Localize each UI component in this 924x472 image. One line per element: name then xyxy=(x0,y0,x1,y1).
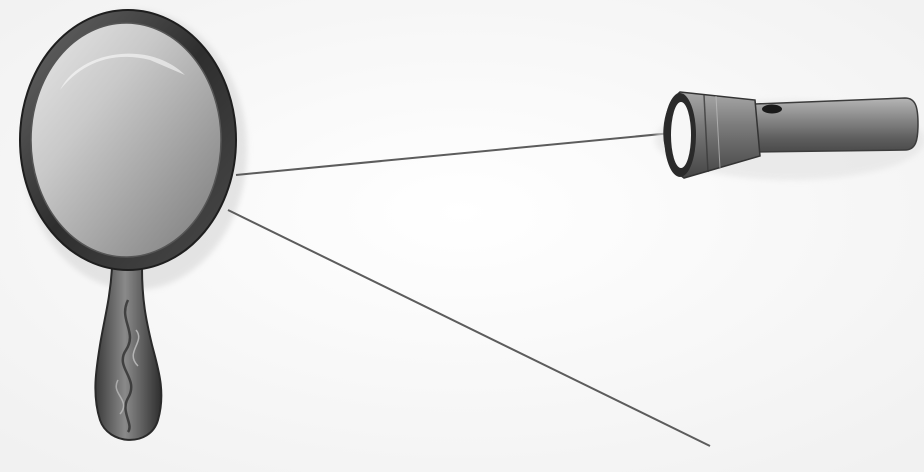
mirror-glass xyxy=(31,23,221,257)
flashlight-icon xyxy=(655,92,924,180)
flashlight-lens xyxy=(671,102,691,168)
flashlight-switch xyxy=(762,105,782,114)
